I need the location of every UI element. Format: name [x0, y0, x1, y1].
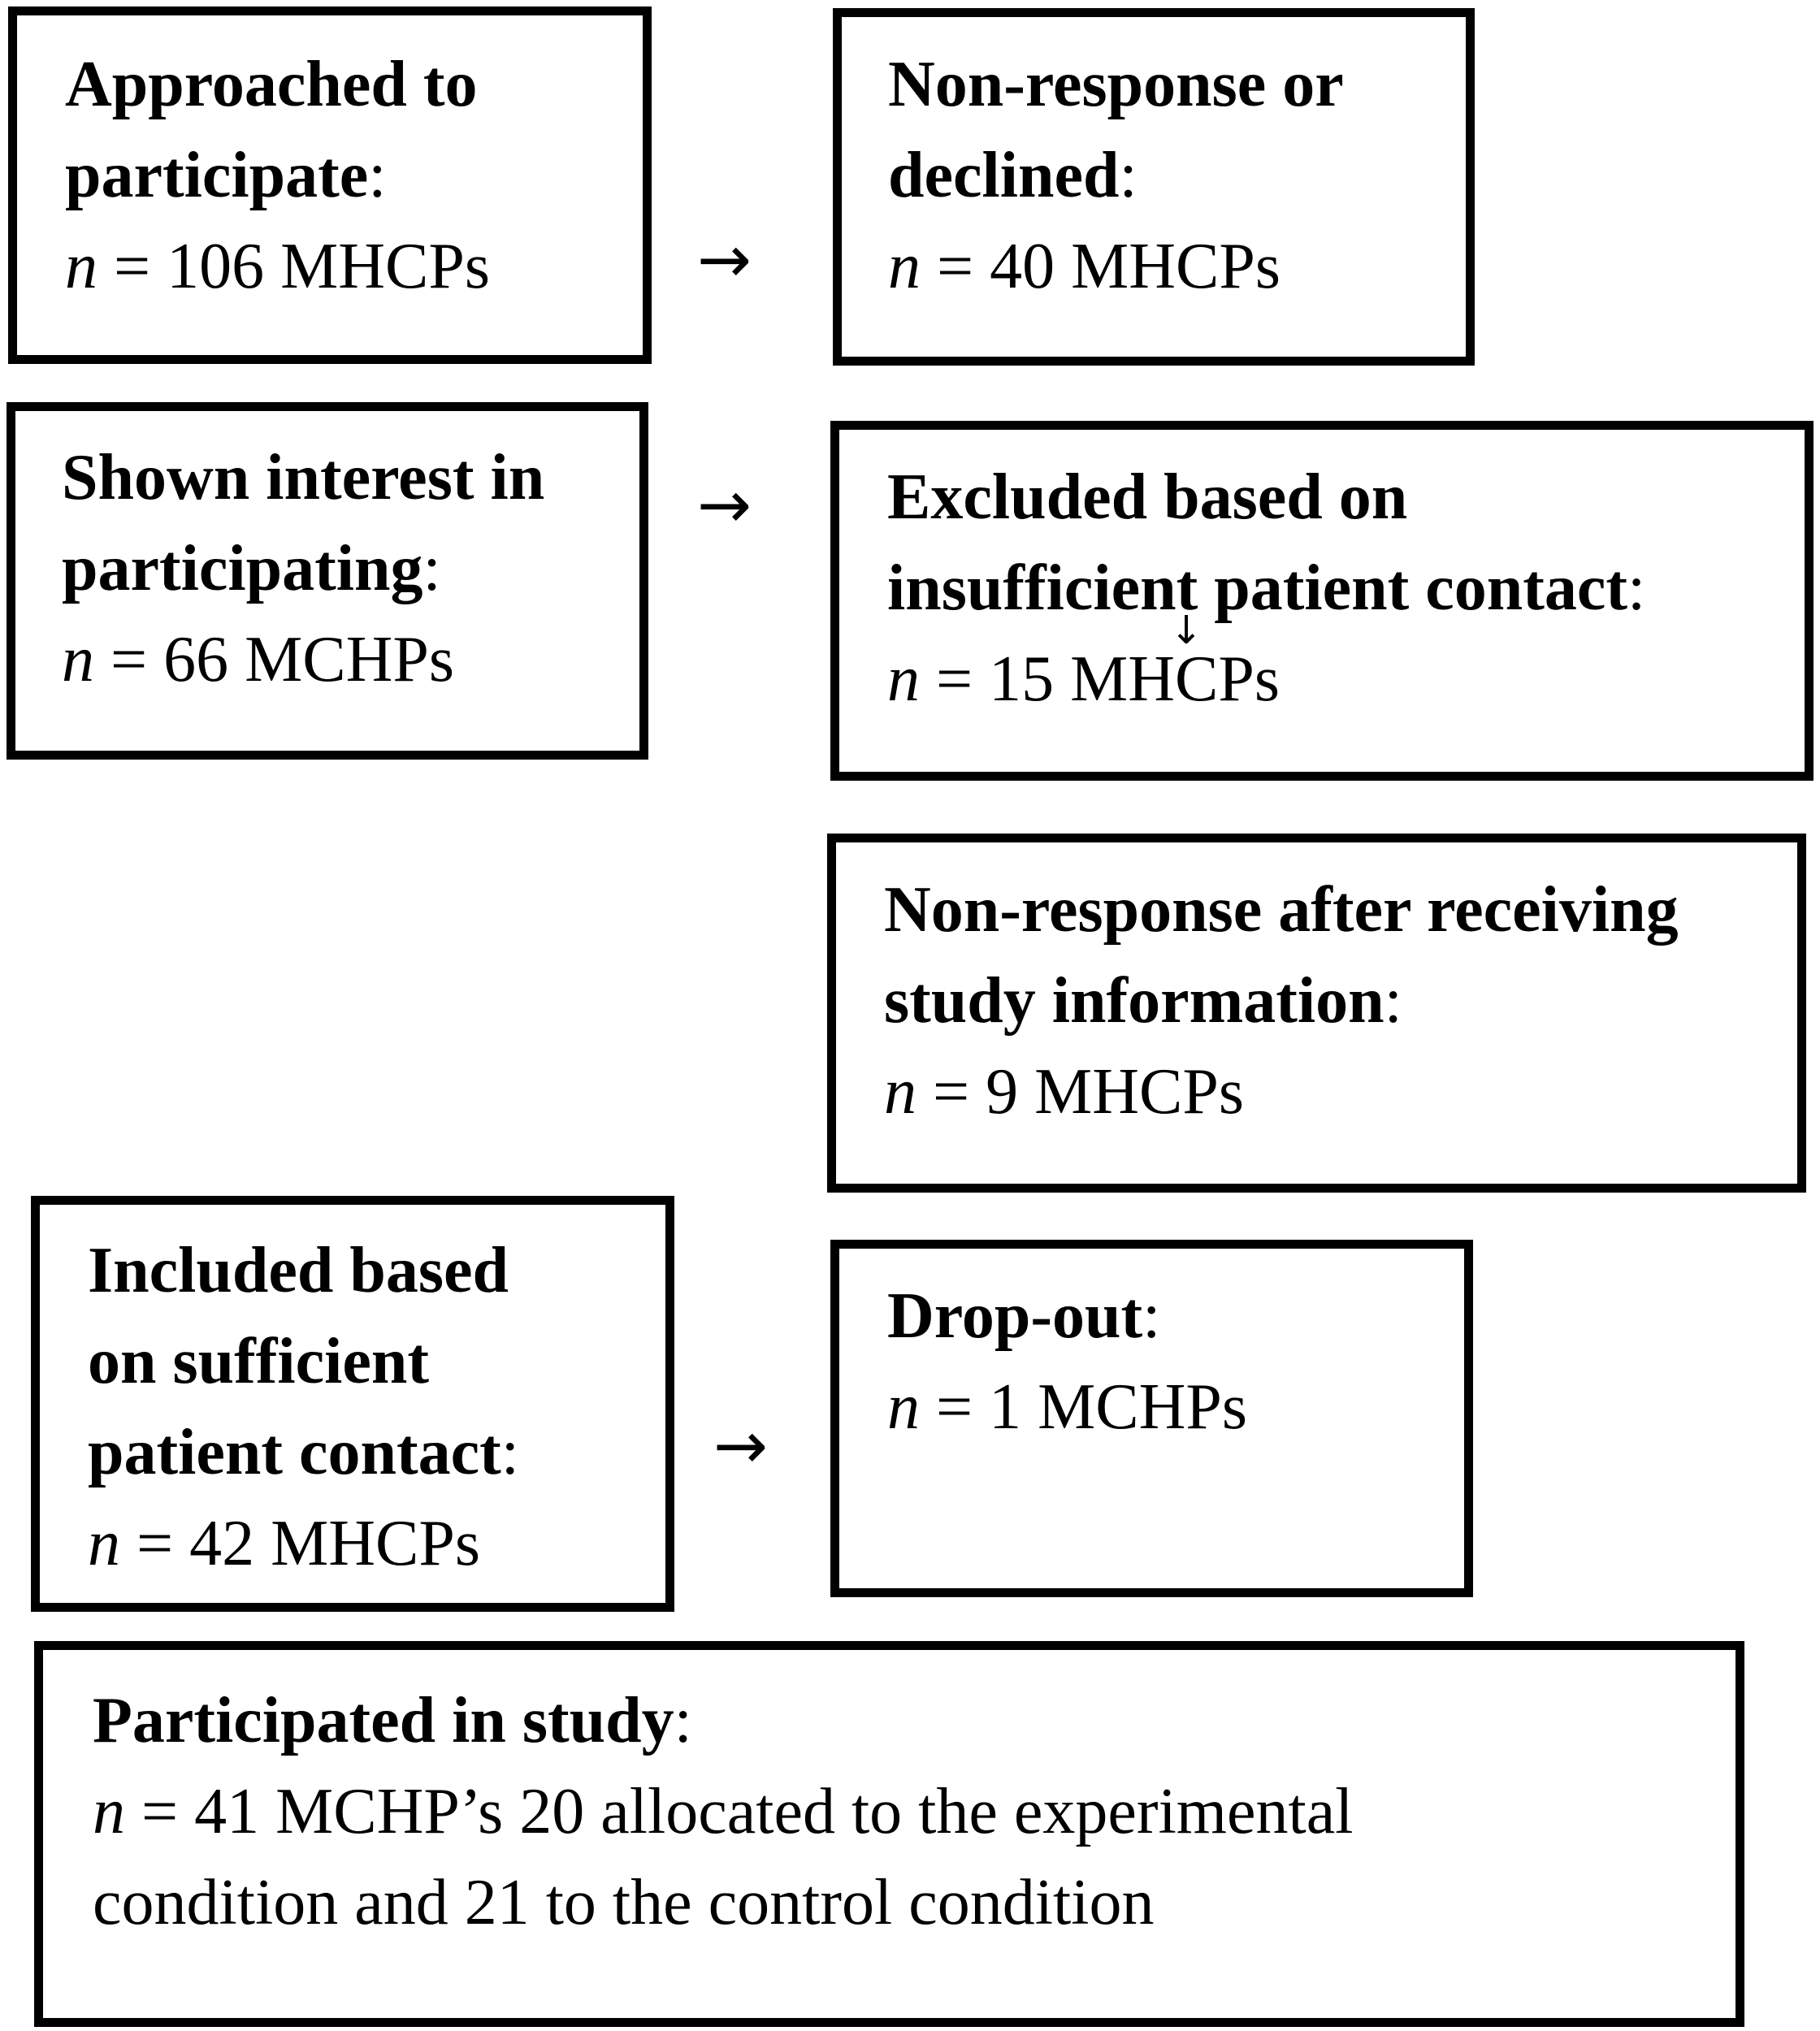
- shown-interest-title-line-1: Shown interest in: [62, 442, 545, 513]
- included-box: [31, 1196, 674, 1612]
- participated-n-var: n: [93, 1776, 125, 1847]
- approached-title-line-1: Approached to: [65, 49, 478, 120]
- excluded-title-line-1: Excluded based on: [887, 461, 1408, 533]
- nonresponse-declined-colon: :: [1119, 140, 1138, 211]
- nonresponse-after-info-count: = 9 MHCPs: [916, 1056, 1245, 1128]
- nonresponse-declined-n-var: n: [888, 231, 921, 302]
- participated-colon: :: [674, 1685, 692, 1756]
- included-n-var: n: [88, 1508, 120, 1579]
- dropout-box: [830, 1240, 1473, 1597]
- small-down-arrow: ↓: [1170, 608, 1203, 653]
- excluded-text: Excluded based on insufficient patient c…: [887, 452, 1645, 725]
- nonresponse-declined-title-line-2: declined: [888, 140, 1120, 211]
- nonresponse-declined-text: Non-response or declined: n = 40 MHCPs: [888, 39, 1344, 312]
- participated-text: Participated in study: n = 41 MCHP’s 20 …: [93, 1675, 1353, 1948]
- arrow-approached-to-declined: →: [697, 222, 752, 297]
- excluded-count: = 15 MHCPs: [920, 643, 1280, 715]
- dropout-text: Drop-out: n = 1 MCHPs: [887, 1271, 1247, 1453]
- shown-interest-title-line-2: participating: [62, 533, 423, 604]
- included-title-line-1: Included based: [88, 1235, 509, 1306]
- included-title-line-2: on sufficient: [88, 1326, 429, 1397]
- included-title-line-3: patient contact: [88, 1417, 501, 1488]
- nonresponse-after-info-n-var: n: [884, 1056, 916, 1128]
- nonresponse-declined-count: = 40 MHCPs: [921, 231, 1281, 302]
- participated-title-line-1: Participated in study: [93, 1685, 674, 1756]
- participated-count: = 41 MCHP’s 20 allocated to the experime…: [125, 1776, 1354, 1847]
- included-text: Included based on sufficient patient con…: [88, 1225, 519, 1589]
- participated-box: [34, 1641, 1744, 2027]
- excluded-n-var: n: [887, 643, 920, 715]
- shown-interest-count: = 66 MCHPs: [94, 624, 455, 695]
- approached-colon: :: [368, 140, 387, 211]
- approached-text: Approached to participate: n = 106 MHCPs: [65, 39, 490, 312]
- excluded-colon: :: [1627, 552, 1646, 624]
- arrow-interest-to-excluded: →: [697, 467, 752, 543]
- shown-interest-box: [6, 402, 648, 760]
- dropout-count: = 1 MCHPs: [920, 1371, 1248, 1443]
- nonresponse-after-info-title-line-2: study information: [884, 965, 1384, 1037]
- approached-title-line-2: participate: [65, 140, 369, 211]
- included-count: = 42 MHCPs: [120, 1508, 481, 1579]
- participated-count-line-2: condition and 21 to the control conditio…: [93, 1867, 1155, 1938]
- nonresponse-declined-box: [833, 8, 1475, 366]
- excluded-title-line-2: insufficient patient contact: [887, 552, 1628, 624]
- shown-interest-n-var: n: [62, 624, 94, 695]
- shown-interest-colon: :: [422, 533, 441, 604]
- nonresponse-after-info-title-line-1: Non-response after receiving: [884, 874, 1679, 946]
- nonresponse-after-info-text: Non-response after receiving study infor…: [884, 864, 1679, 1137]
- dropout-colon: :: [1142, 1280, 1161, 1352]
- arrow-included-to-dropout: →: [713, 1408, 769, 1483]
- included-colon: :: [500, 1417, 520, 1488]
- dropout-n-var: n: [887, 1371, 920, 1443]
- nonresponse-after-info-box: [827, 834, 1806, 1193]
- excluded-box: [830, 421, 1814, 781]
- approached-box: [8, 6, 652, 364]
- nonresponse-declined-title-line-1: Non-response or: [888, 49, 1344, 120]
- nonresponse-after-info-colon: :: [1384, 965, 1402, 1037]
- approached-n-var: n: [65, 231, 98, 302]
- dropout-title-line-1: Drop-out: [887, 1280, 1143, 1352]
- approached-count: = 106 MHCPs: [98, 231, 491, 302]
- shown-interest-text: Shown interest in participating: n = 66 …: [62, 432, 544, 705]
